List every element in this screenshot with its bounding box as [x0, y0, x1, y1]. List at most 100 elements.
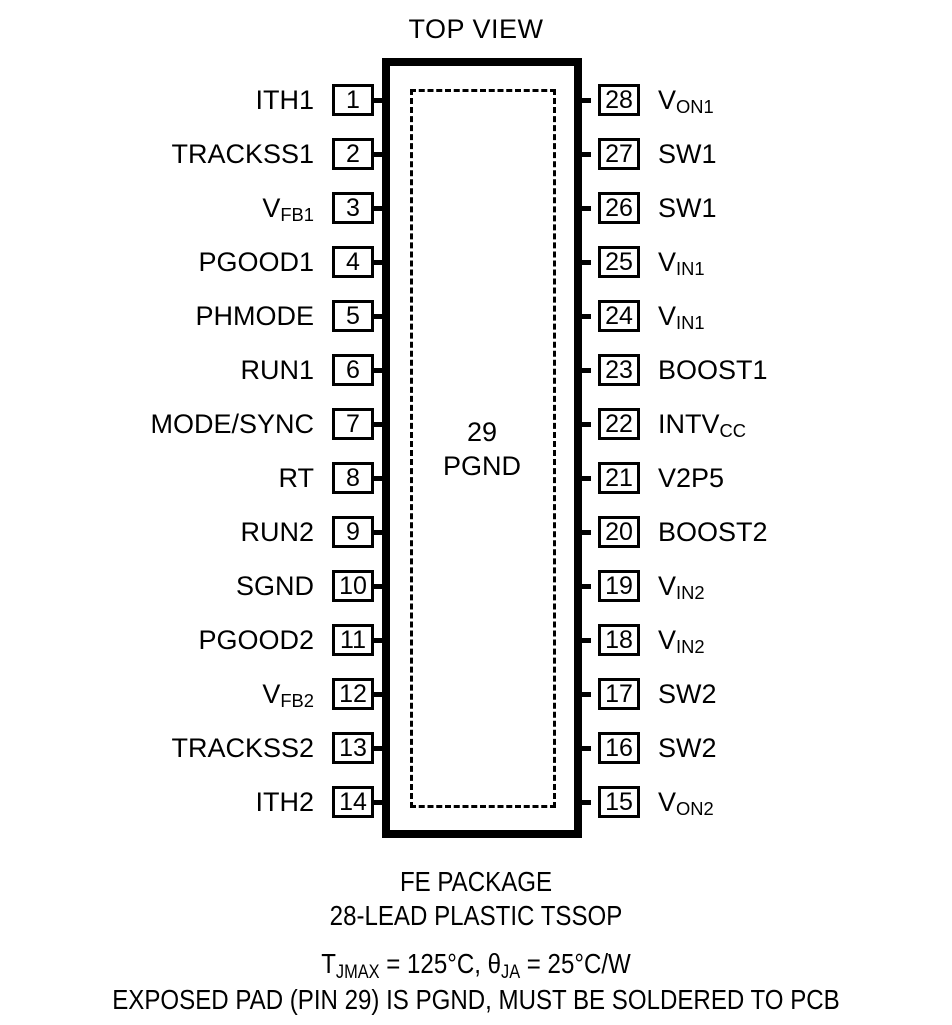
package-body-outline — [382, 58, 582, 838]
pin-lead-stub — [373, 583, 382, 589]
pin-lead-stub — [582, 745, 591, 751]
pin-row: 19 VIN2 — [582, 570, 952, 602]
pin-row: 20 BOOST2 — [582, 516, 952, 548]
pin-label-base: V2P5 — [658, 462, 725, 493]
pin-label-ith1: ITH1 — [255, 84, 314, 115]
tjmax-subscript: JMAX — [335, 961, 380, 983]
pin-number-13: 13 — [332, 732, 374, 764]
pin-lead-stub — [373, 259, 382, 265]
exposed-pad-note: EXPOSED PAD (PIN 29) IS PGND, MUST BE SO… — [112, 984, 840, 1015]
pin-label-base: RUN1 — [240, 354, 314, 385]
pin-number-21: 21 — [598, 462, 640, 494]
pin-label-base: TRACKSS1 — [171, 138, 314, 169]
pin-lead-stub — [582, 583, 591, 589]
pin-number-9: 9 — [332, 516, 374, 548]
pin-number-2: 2 — [332, 138, 374, 170]
pin-lead-stub — [582, 691, 591, 697]
pin-row: 25 VIN1 — [582, 246, 952, 278]
pin-row: 22 INTVCC — [582, 408, 952, 440]
pin-lead-stub — [582, 97, 591, 103]
pin-label-base: SW2 — [658, 678, 717, 709]
tjmax-symbol: T — [321, 948, 336, 979]
pin-number-18: 18 — [598, 624, 640, 656]
pin-row: 17 SW2 — [582, 678, 952, 710]
pin-label-subscript: FB2 — [280, 690, 314, 712]
pin-label-base: V — [658, 624, 677, 655]
pin-label-trackss1: TRACKSS1 — [171, 138, 314, 169]
pin-label-run1: RUN1 — [240, 354, 314, 385]
pin-lead-stub — [582, 529, 591, 535]
pin-number-6: 6 — [332, 354, 374, 386]
pin-label-base: ITH1 — [255, 84, 314, 115]
pin-number-1: 1 — [332, 84, 374, 116]
theta-subscript: JA — [501, 961, 521, 983]
pin-label-base: SW1 — [658, 138, 717, 169]
pin-label-pgood2: PGOOD2 — [198, 626, 314, 654]
pin-number-5: 5 — [332, 300, 374, 332]
pin-label-base: PHMODE — [195, 300, 314, 331]
pin-lead-stub — [582, 637, 591, 643]
pin-row: 21 V2P5 — [582, 462, 952, 494]
pin-lead-stub — [582, 205, 591, 211]
pin-label-vfb2: VFB2 — [262, 678, 314, 712]
exposed-pad-label: 29 PGND — [442, 417, 521, 481]
pin-label-base: SW1 — [658, 192, 717, 223]
pin-number-3: 3 — [332, 192, 374, 224]
pin-number-20: 20 — [598, 516, 640, 548]
pin-label-subscript: IN1 — [676, 312, 705, 334]
pin-label-sw1: SW1 — [658, 138, 717, 169]
pin-label-run2: RUN2 — [240, 518, 314, 546]
pin-number-7: 7 — [332, 408, 374, 440]
pin-row: SGND 10 — [0, 570, 382, 602]
pin-label-boost2: BOOST2 — [658, 518, 768, 546]
pin-label-base: SGND — [235, 570, 314, 601]
pin-number-19: 19 — [598, 570, 640, 602]
pin-label-subscript: ON2 — [676, 798, 714, 820]
pin-lead-stub — [373, 691, 382, 697]
pin-lead-stub — [582, 475, 591, 481]
pin-lead-stub — [373, 475, 382, 481]
pin-label-base: ITH2 — [255, 786, 314, 817]
pin-label-phmode: PHMODE — [195, 300, 314, 331]
pin-label-vfb1: VFB1 — [262, 194, 314, 224]
pin-label-base: RT — [278, 462, 314, 493]
exposed-pad-outline — [410, 89, 556, 808]
pin-label-rt: RT — [278, 462, 314, 493]
pin-lead-stub — [373, 745, 382, 751]
pin-row: VFB1 3 — [0, 192, 382, 224]
pin-label-intvcc: INTVCC — [658, 410, 746, 440]
pin-lead-stub — [373, 205, 382, 211]
pin-label-sgnd: SGND — [235, 570, 314, 601]
pin-label-base: BOOST1 — [658, 354, 768, 385]
pin-row: TRACKSS1 2 — [0, 138, 382, 170]
pin-label-base: V — [262, 678, 281, 709]
pin-label-vin1: VIN1 — [658, 248, 705, 278]
pin-label-base: MODE/SYNC — [150, 408, 314, 439]
pin-number-25: 25 — [598, 246, 640, 278]
pin-lead-stub — [373, 151, 382, 157]
pin-label-base: V — [658, 570, 677, 601]
pin-lead-stub — [373, 799, 382, 805]
theta-symbol: θ — [487, 948, 502, 979]
pin-label-v2p5: V2P5 — [658, 462, 725, 493]
pin-label-pgood1: PGOOD1 — [198, 246, 314, 277]
pin-number-17: 17 — [598, 678, 640, 710]
pin-lead-stub — [373, 313, 382, 319]
pin-number-10: 10 — [332, 570, 374, 602]
pin-label-base: V — [658, 786, 677, 817]
pin-label-subscript: IN2 — [676, 636, 705, 658]
pin-label-trackss2: TRACKSS2 — [171, 734, 314, 762]
pin-label-base: PGOOD1 — [198, 246, 314, 277]
pin-label-sw1: SW1 — [658, 192, 717, 223]
theta-value: = 25°C/W — [520, 948, 631, 979]
pin-number-22: 22 — [598, 408, 640, 440]
pin-lead-stub — [582, 367, 591, 373]
pin-label-subscript: IN2 — [676, 582, 705, 604]
thermal-spec: TJMAX = 125°C, θJA = 25°C/W — [67, 948, 886, 982]
